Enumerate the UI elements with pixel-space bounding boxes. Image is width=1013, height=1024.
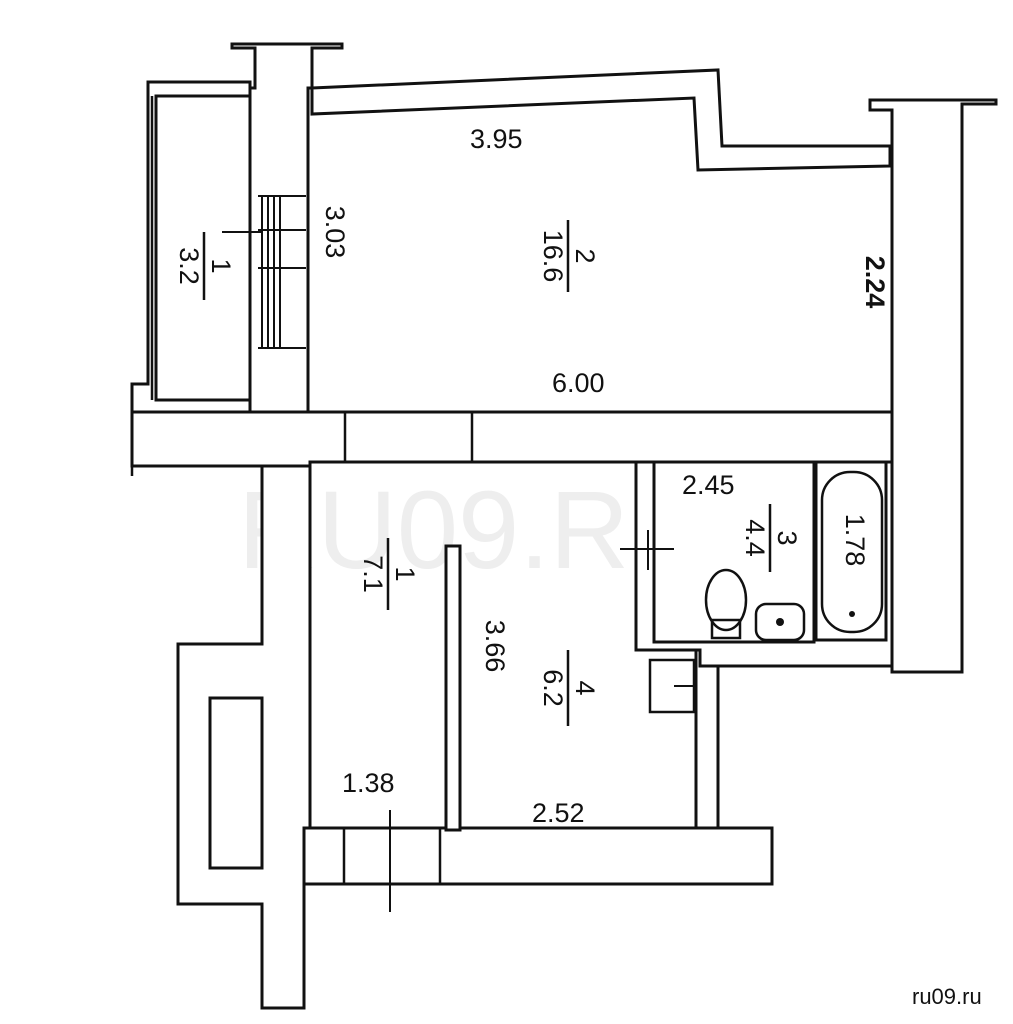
dim-kitchen-width: 2.52	[532, 798, 585, 828]
room-1-area: 3.2	[174, 247, 204, 285]
window-niche	[208, 696, 264, 870]
watermark: RU09.RU	[238, 469, 709, 592]
bathtub-icon	[820, 470, 884, 634]
main-room-top-wall	[310, 68, 892, 172]
dim-bathtub-length: 1.78	[840, 514, 870, 567]
room-2-number: 2	[570, 248, 600, 263]
room-2-area: 16.6	[538, 230, 568, 283]
bathroom-inner	[652, 460, 816, 644]
dim-bath-width: 2.45	[682, 470, 735, 500]
dim-top-width: 3.95	[470, 124, 523, 154]
room-1-number: 1	[206, 258, 236, 273]
dim-stair-width: 3.03	[320, 206, 350, 259]
room-3-number: 3	[772, 530, 802, 545]
balcony-frame	[130, 80, 252, 414]
hall-partition	[444, 544, 462, 832]
dim-hall-width: 1.38	[342, 768, 395, 798]
room-5-area: 7.1	[358, 555, 388, 593]
room-4-area: 6.2	[538, 669, 568, 707]
room-3-area: 4.4	[740, 519, 770, 557]
toilet-icon	[704, 568, 748, 640]
dim-kitchen-height: 3.66	[480, 620, 510, 673]
corridor-wall	[130, 410, 894, 468]
bathtub-drain-icon	[849, 611, 855, 617]
kitchen-right-wall	[694, 642, 720, 830]
dim-main-width: 6.00	[552, 368, 605, 398]
dim-right-height: 2.24	[860, 256, 890, 309]
bathtub-frame	[814, 460, 888, 642]
right-exterior-wall	[868, 98, 998, 674]
bottom-wall	[302, 826, 774, 886]
room-5-number: 1	[390, 566, 420, 581]
site-credit: ru09.ru	[912, 984, 982, 1009]
kitchen-sink-icon	[648, 658, 696, 714]
stairs	[222, 195, 306, 349]
room-4-number: 4	[570, 680, 600, 695]
sink-icon	[754, 602, 806, 642]
